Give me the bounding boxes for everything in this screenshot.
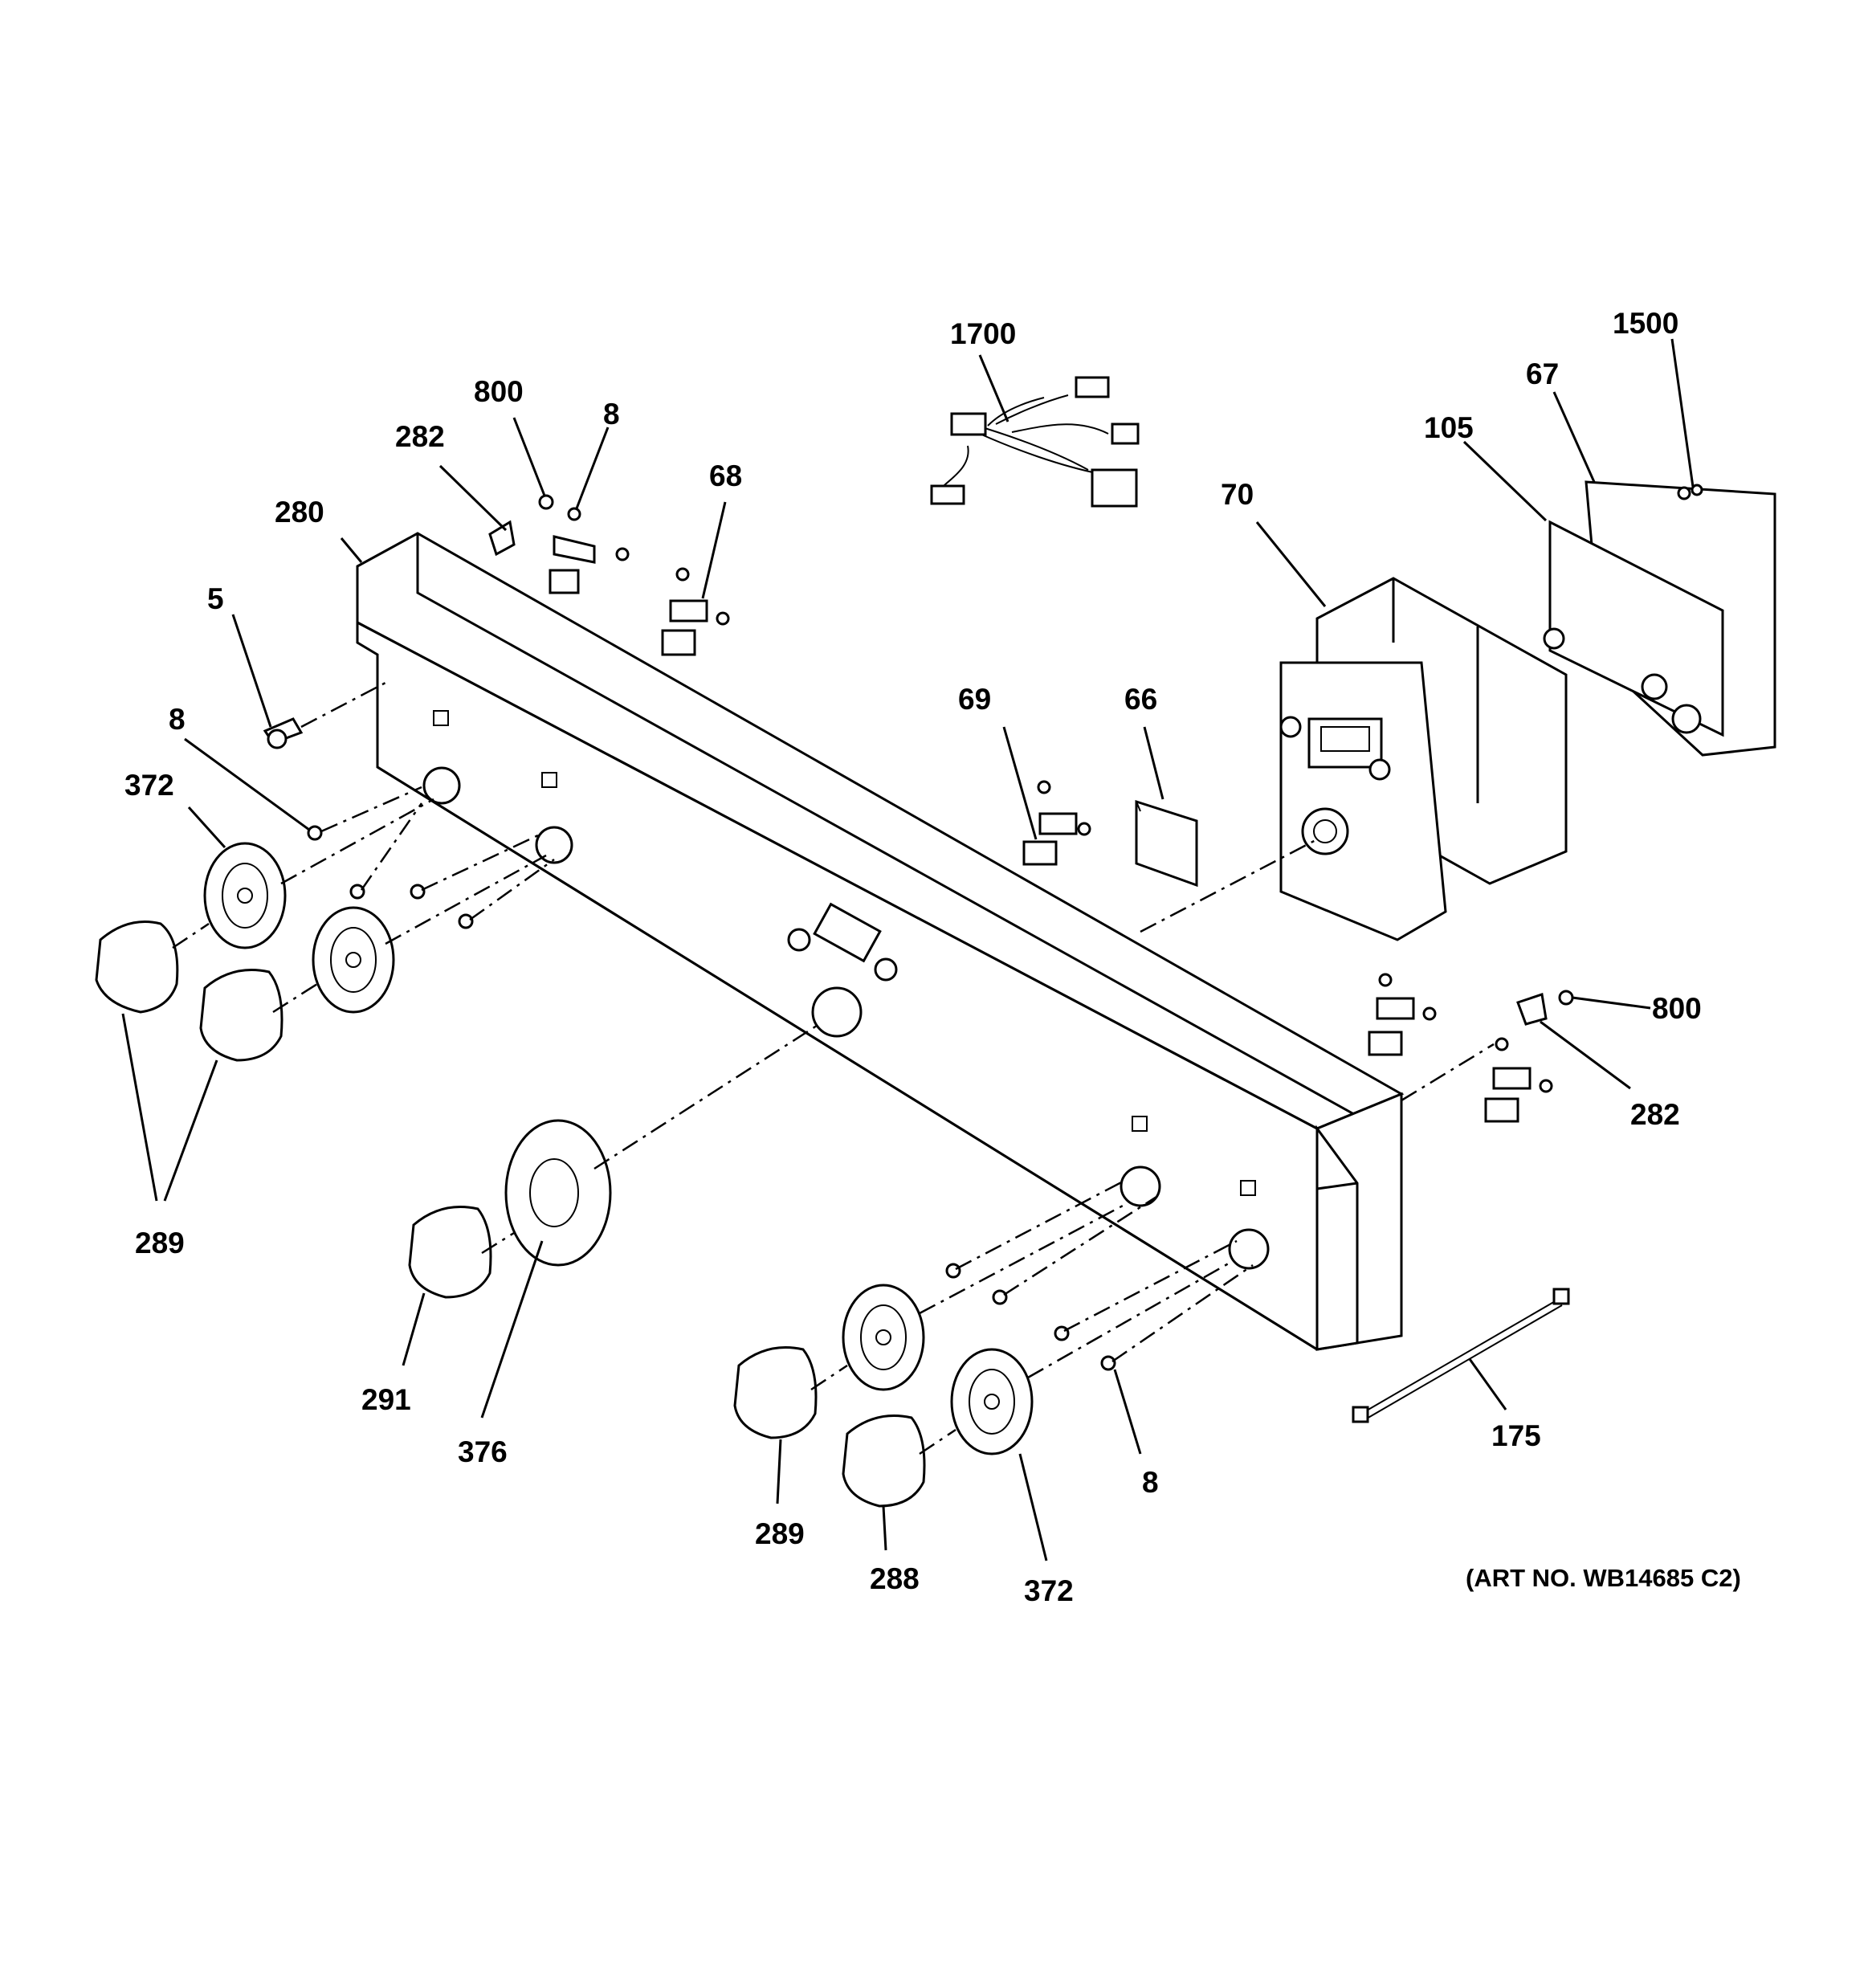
art-number: (ART NO. WB14685 C2): [1466, 1564, 1741, 1592]
callout-800-top: 800: [474, 375, 524, 408]
callout-175: 175: [1491, 1419, 1541, 1452]
callout-66: 66: [1124, 683, 1157, 716]
callout-8-left: 8: [169, 703, 186, 736]
callout-291: 291: [361, 1383, 411, 1416]
knobs: [95, 921, 926, 1508]
screws: [307, 825, 1116, 1371]
callout-280: 280: [275, 496, 324, 529]
callout-282-top: 282: [395, 420, 445, 453]
indicator-light: [263, 681, 386, 749]
wire-tie: [1352, 1288, 1570, 1423]
callout-1700: 1700: [950, 317, 1016, 350]
callout-372-left: 372: [124, 769, 174, 802]
callout-8-top: 8: [603, 398, 620, 431]
control-panel-backguard: [356, 532, 1405, 1351]
leader-lines: [121, 338, 1695, 1561]
callout-282-right: 282: [1630, 1098, 1680, 1131]
window-glass: [1135, 799, 1198, 888]
callout-70: 70: [1221, 478, 1254, 511]
callout-105: 105: [1424, 411, 1474, 444]
wire-harness: [930, 376, 1140, 508]
callout-69: 69: [958, 683, 991, 716]
callout-labels: 1700 1500 67 105 70 800 8 282 68 280 5 8…: [124, 307, 1741, 1607]
callout-67: 67: [1526, 357, 1559, 390]
oven-control-assembly: [1279, 577, 1568, 941]
callout-800-right: 800: [1652, 992, 1702, 1025]
callout-5: 5: [207, 582, 224, 615]
control-board-and-frame: [1543, 480, 1776, 757]
callout-1500: 1500: [1613, 307, 1678, 340]
bezels: [203, 842, 1034, 1455]
callout-289-bottom: 289: [755, 1517, 805, 1550]
callout-288: 288: [870, 1562, 920, 1595]
callout-372-bottom: 372: [1024, 1574, 1074, 1607]
callout-289-left: 289: [135, 1227, 185, 1259]
callout-8-bottom: 8: [1142, 1466, 1159, 1499]
brackets: [488, 486, 1691, 1123]
callout-376: 376: [458, 1435, 508, 1468]
callout-68: 68: [709, 459, 742, 492]
explosion-lines: [172, 786, 1495, 1455]
